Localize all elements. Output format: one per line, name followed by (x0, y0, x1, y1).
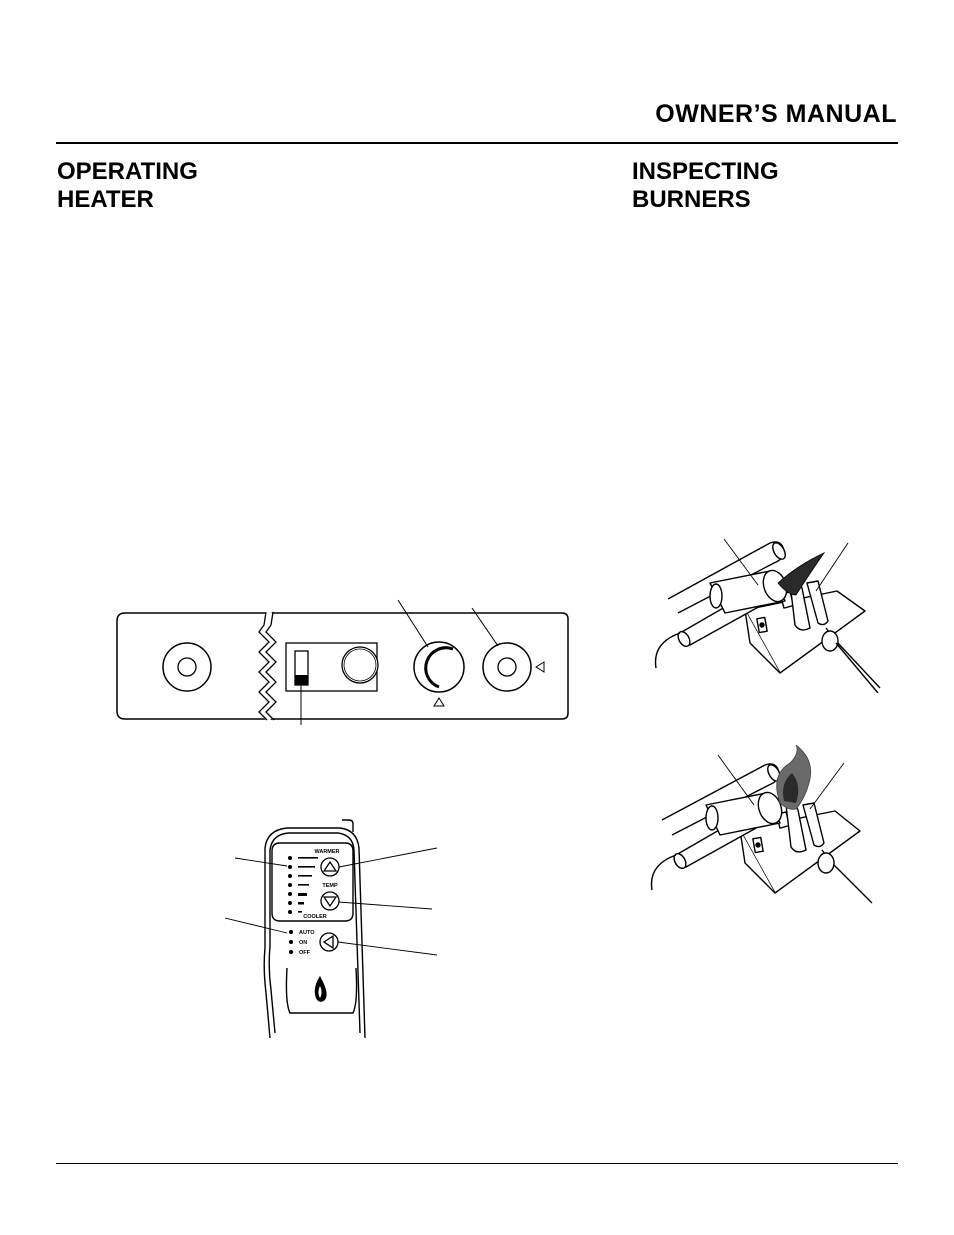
warmer-button[interactable] (320, 857, 340, 877)
control-panel-figure (116, 599, 569, 725)
pilot-flame-correct (777, 552, 826, 596)
flame-logo-icon (314, 976, 327, 1002)
off-label: OFF (299, 950, 311, 956)
cooler-label: COOLER (303, 914, 327, 920)
left-knob-icon (162, 642, 212, 692)
auto-label: AUTO (299, 930, 315, 936)
pilot-burner-figure-top (654, 538, 881, 693)
remote-control-figure: WARMER TEMP COOLER AUTO ON OFF (225, 819, 438, 1039)
piezo-switch-icon (285, 642, 379, 692)
cooler-button[interactable] (320, 891, 340, 911)
section-heading-inspecting-burners: INSPECTING BURNERS (632, 158, 779, 213)
warmer-label: WARMER (314, 849, 339, 855)
mode-button[interactable] (319, 932, 339, 952)
manual-title: OWNER’S MANUAL (655, 100, 897, 128)
header-rule (56, 142, 898, 144)
control-knob-icon (413, 641, 465, 707)
section-heading-operating-heater: OPERATING HEATER (57, 158, 198, 213)
on-label: ON (299, 940, 307, 946)
footer-rule (56, 1163, 898, 1164)
right-knob-icon (482, 642, 545, 692)
pilot-burner-figure-bottom (650, 745, 873, 904)
temperature-level-indicators (288, 856, 318, 954)
temp-label: TEMP (322, 883, 338, 889)
